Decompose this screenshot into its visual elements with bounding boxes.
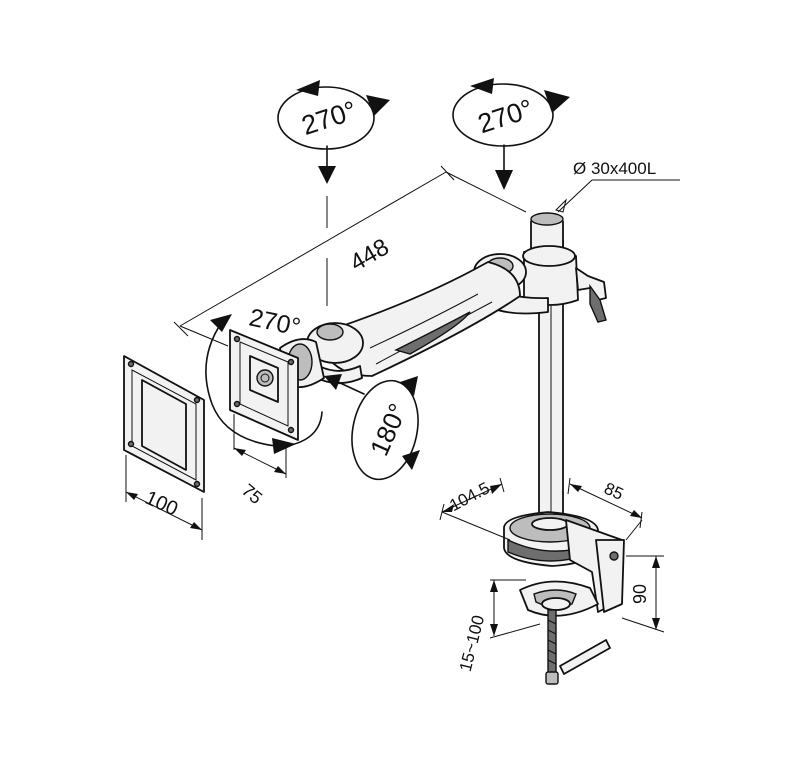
rotation-indicator-left: 270°	[277, 80, 390, 306]
arm	[301, 253, 549, 385]
rotation-label-head: 270°	[247, 304, 303, 342]
rotation-indicator-tilt: 180°	[351, 376, 420, 481]
clamp-range-label: 15~100	[456, 613, 488, 673]
tilt-label: 180°	[364, 399, 413, 460]
pole-callout: Ø 30x400L	[555, 159, 680, 213]
vesa-small-label: 75	[238, 480, 266, 508]
rotation-label-left: 270°	[298, 95, 360, 141]
vesa-large-label: 100	[142, 487, 181, 521]
base-depth-dimension: 104.5	[439, 477, 511, 541]
clamp-height-dimension: 90	[621, 555, 665, 633]
vesa-plate-large: 100	[123, 355, 205, 540]
arm-length-label: 448	[345, 233, 393, 276]
pole	[522, 212, 607, 536]
clamp-height-label: 90	[630, 584, 650, 604]
desk-clamp	[503, 511, 625, 685]
rotation-label-right: 270°	[474, 93, 536, 139]
tilt-head	[229, 329, 365, 441]
base-depth-label: 104.5	[446, 478, 492, 515]
pole-label: Ø 30x400L	[573, 159, 656, 178]
rotation-indicator-right: 270°	[452, 78, 570, 190]
